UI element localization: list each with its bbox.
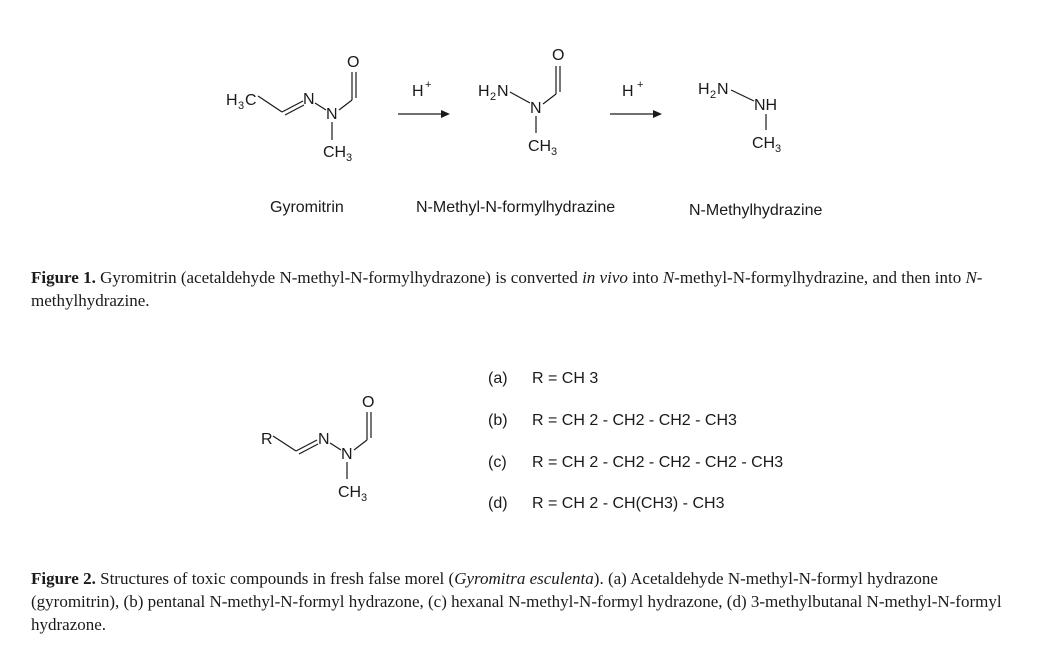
bond <box>295 439 318 452</box>
arrow-head-1 <box>441 110 450 118</box>
acid-h-2: H <box>622 83 634 100</box>
fh-ch-sub: 3 <box>551 146 557 158</box>
figure1-label: Figure 1. <box>31 268 96 287</box>
r-n-amide: N <box>341 446 353 463</box>
caption-text: into <box>627 268 663 287</box>
mh-h: H <box>698 81 710 98</box>
option-b-label: (b) <box>488 412 508 429</box>
figure1-scheme: H 3 C N N O CH 3 Gyromitrin H + H 2 N N … <box>226 47 822 219</box>
bond <box>542 93 557 105</box>
acid-charge-2: + <box>637 79 643 91</box>
bond <box>257 95 283 113</box>
fh-n: N <box>497 83 509 100</box>
fh-h: H <box>478 83 490 100</box>
caption-text: Gyromitrin (acetaldehyde N-methyl-N-form… <box>95 268 583 287</box>
bond <box>284 104 305 116</box>
gyromitrin-h: H <box>226 92 238 109</box>
option-d-label: (d) <box>488 495 508 512</box>
bond <box>272 435 297 452</box>
fh-o: O <box>552 47 564 64</box>
caption-italic: in vivo <box>582 268 628 287</box>
caption-text: Structures of toxic compounds in fresh f… <box>95 569 455 588</box>
fh-ch: CH <box>528 138 551 155</box>
r-ch-sub: 3 <box>361 492 367 504</box>
r-group: R <box>261 431 273 448</box>
mh-ch-sub: 3 <box>775 143 781 155</box>
option-c-formula: R = CH 2 - CH2 - CH2 - CH2 - CH3 <box>532 454 783 471</box>
gyromitrin-name: Gyromitrin <box>270 199 344 216</box>
option-b-formula: R = CH 2 - CH2 - CH2 - CH3 <box>532 412 737 429</box>
mh-ch: CH <box>752 135 775 152</box>
r-ch: CH <box>338 484 361 501</box>
mh-h-sub: 2 <box>710 89 716 101</box>
option-a-label: (a) <box>488 370 508 387</box>
gyromitrin-ch: CH <box>323 144 346 161</box>
gyromitrin-c: C <box>245 92 257 109</box>
formylhydrazine-structure: H 2 N N O CH 3 <box>478 47 564 158</box>
bond <box>329 442 342 451</box>
bond <box>509 91 531 104</box>
caption-text: -methylhydrazine. <box>31 268 983 310</box>
general-hydrazone-structure: R N N O CH 3 <box>261 394 374 504</box>
caption-italic: N <box>662 268 675 287</box>
caption-italic: N <box>965 268 977 287</box>
gyromitrin-n-amide: N <box>326 106 338 123</box>
acid-h-1: H <box>412 83 424 100</box>
figure2-diagram: R N N O CH 3 (a) R = CH 3 (b) R = CH 2 -… <box>261 370 783 512</box>
bond <box>730 89 755 102</box>
bond <box>298 443 319 455</box>
gyromitrin-o: O <box>347 54 359 71</box>
figure2-caption: Figure 2. Structures of toxic compounds … <box>31 567 1021 636</box>
methylhydrazine-name: N-Methylhydrazine <box>689 202 822 219</box>
option-a-formula: R = CH 3 <box>532 370 598 387</box>
figure1-caption: Figure 1. Gyromitrin (acetaldehyde N-met… <box>31 266 1021 312</box>
caption-text: ). (a) Acetaldehyde N-methyl-N-formyl hy… <box>31 569 1002 634</box>
option-d-formula: R = CH 2 - CH(CH3) - CH3 <box>532 495 725 512</box>
r-n-imine: N <box>318 431 330 448</box>
arrow-head-2 <box>653 110 662 118</box>
caption-italic: Gyromitra esculenta <box>454 569 594 588</box>
figure2-label: Figure 2. <box>31 569 96 588</box>
bond <box>314 102 327 111</box>
formylhydrazine-name: N-Methyl-N-formylhydrazine <box>416 199 615 216</box>
bond <box>353 439 368 451</box>
gyromitrin-h-sub: 3 <box>238 100 244 112</box>
caption-text: -methyl-N-formylhydrazine, and then into <box>674 268 966 287</box>
option-c-label: (c) <box>488 454 507 471</box>
acid-charge-1: + <box>425 79 431 91</box>
r-o: O <box>362 394 374 411</box>
bond <box>338 99 353 111</box>
mh-n: N <box>717 81 729 98</box>
fh-h-sub: 2 <box>490 91 496 103</box>
gyromitrin-n-imine: N <box>303 91 315 108</box>
gyromitrin-structure: H 3 C N N O CH 3 <box>226 54 359 164</box>
mh-nh: NH <box>754 97 777 114</box>
fh-n-amide: N <box>530 100 542 117</box>
bond <box>281 100 304 113</box>
gyromitrin-ch-sub: 3 <box>346 152 352 164</box>
methylhydrazine-structure: H 2 N NH CH 3 <box>698 81 781 155</box>
